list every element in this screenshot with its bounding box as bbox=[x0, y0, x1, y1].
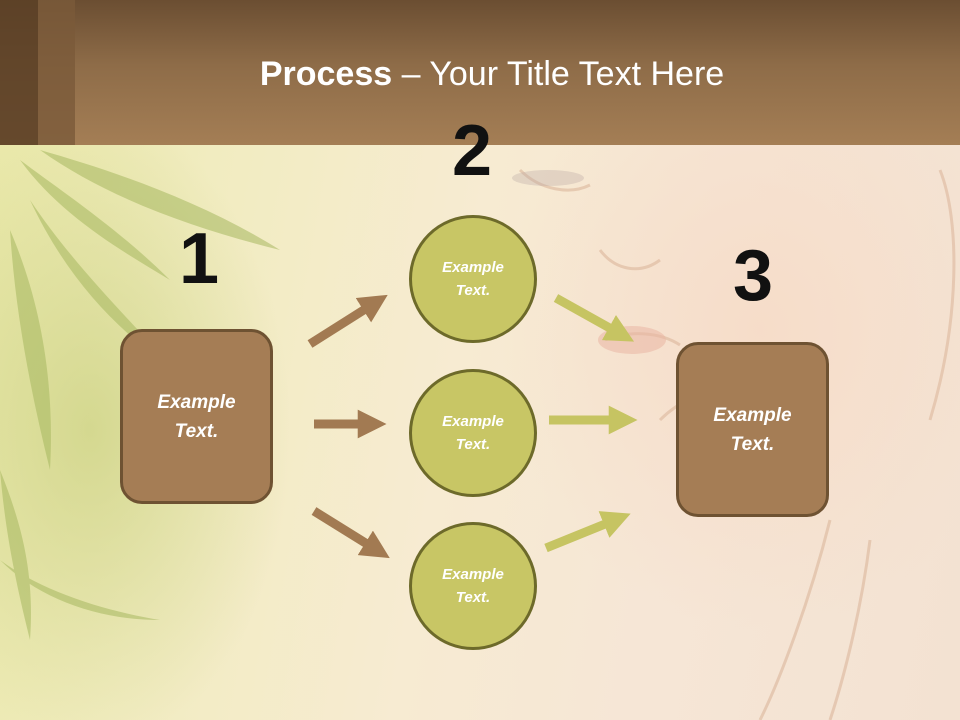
circle-node-middle-text: Example Text. bbox=[442, 413, 504, 453]
title-bar-accent-secondary bbox=[38, 0, 75, 145]
face-glow bbox=[500, 30, 960, 630]
title-bold: Process bbox=[259, 55, 393, 93]
arrow-start-to-top bbox=[307, 294, 388, 348]
bamboo-leaves bbox=[0, 150, 280, 640]
closed-eye bbox=[512, 170, 584, 186]
circle-node-bottom-text: Example Text. bbox=[442, 566, 504, 606]
arrow-start-to-bottom bbox=[311, 507, 390, 559]
title-bar bbox=[0, 0, 960, 145]
arrow-top-to-end bbox=[553, 294, 635, 342]
circle-node-top: Example Text. bbox=[409, 215, 537, 343]
step-number-1: 1 bbox=[178, 219, 220, 299]
title-bar-accent bbox=[0, 0, 38, 145]
circle-node-top-text: Example Text. bbox=[442, 259, 504, 299]
arrow-bottom-to-end bbox=[544, 511, 631, 553]
step-number-3: 3 bbox=[732, 236, 774, 316]
slide-title: Process – Your Title Text Here bbox=[0, 52, 960, 96]
start-box: Example Text. bbox=[120, 329, 273, 504]
circle-node-middle: Example Text. bbox=[409, 369, 537, 497]
end-box-text: Example Text. bbox=[713, 404, 792, 455]
title-text: Your Title Text Here bbox=[429, 55, 725, 93]
end-box: Example Text. bbox=[676, 342, 829, 517]
start-box-text: Example Text. bbox=[157, 391, 236, 442]
title-separator: – bbox=[392, 55, 430, 93]
step-number-2: 2 bbox=[451, 111, 493, 191]
circle-node-bottom: Example Text. bbox=[409, 522, 537, 650]
